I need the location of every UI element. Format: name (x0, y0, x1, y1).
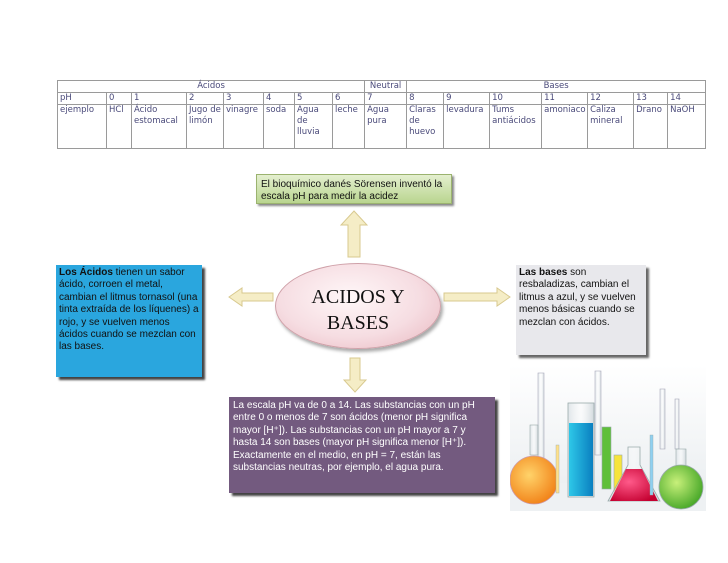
table-cell: 5 (294, 92, 333, 105)
bases-text: son resbaladizas, cambian el litmus a az… (519, 267, 636, 328)
table-cell: leche (331, 104, 366, 149)
table-cell: 10 (489, 92, 543, 105)
table-cell: 13 (633, 92, 669, 105)
table-cell: vinagre (223, 104, 264, 149)
header-neutral: Neutral (364, 80, 408, 93)
table-cell: ejemplo (57, 104, 107, 149)
table-cell: 2 (186, 92, 224, 105)
ph-row: pH 0 1 2 3 4 5 6 7 8 9 10 11 12 13 14 (57, 92, 707, 105)
central-topic-oval: ACIDOS Y BASES (275, 263, 441, 349)
acidos-heading: Los Ácidos (59, 267, 113, 278)
sorensen-note-box: El bioquímico danés Sörensen inventó la … (256, 174, 452, 204)
table-cell: amoniaco (541, 104, 589, 149)
arrow-down-icon (343, 357, 367, 393)
table-cell: NaOH (667, 104, 707, 149)
example-row: ejemplo HCl Ácido estomacal Jugo de limó… (57, 104, 707, 149)
table-cell: Caliza mineral (587, 104, 635, 149)
table-cell: 14 (667, 92, 707, 105)
arrow-up-icon (340, 210, 368, 258)
header-bases: Bases (406, 80, 707, 93)
table-cell: 11 (541, 92, 589, 105)
arrow-right-icon (443, 287, 511, 307)
table-cell: 12 (587, 92, 635, 105)
bases-box: Las bases son resbaladizas, cambian el l… (516, 265, 646, 355)
table-cell: HCl (106, 104, 132, 149)
table-cell: soda (263, 104, 295, 149)
table-cell: Agua de lluvia (294, 104, 333, 149)
table-cell: levadura (443, 104, 491, 149)
table-cell: 1 (131, 92, 187, 105)
table-cell: 6 (331, 92, 366, 105)
ph-scale-explanation-text: La escala pH va de 0 a 14. Las substanci… (233, 400, 475, 474)
table-cell: 9 (443, 92, 491, 105)
acidos-text: tienen un sabor ácido, corroen el metal,… (59, 267, 199, 353)
central-topic-line2: BASES (326, 312, 390, 334)
table-cell: Tums antiácidos (489, 104, 543, 149)
header-acidos: Ácidos (56, 80, 366, 93)
table-cell: Jugo de limón (186, 104, 224, 149)
table-cell: 0 (106, 92, 132, 105)
ph-scale-explanation-box: La escala pH va de 0 a 14. Las substanci… (229, 397, 495, 493)
table-cell: 7 (364, 92, 408, 105)
bases-heading: Las bases (519, 267, 568, 278)
table-cell: 3 (223, 92, 264, 105)
acidos-box: Los Ácidos tienen un sabor ácido, corroe… (56, 265, 202, 377)
table-cell: pH (57, 92, 107, 105)
table-cell: Drano (633, 104, 669, 149)
arrow-left-icon (228, 287, 274, 307)
table-cell: 4 (263, 92, 295, 105)
table-cell: Claras de huevo (406, 104, 445, 149)
ph-scale-table: Ácidos Neutral Bases pH 0 1 2 3 4 5 6 7 … (56, 80, 707, 149)
lab-glassware-image (510, 365, 706, 511)
table-cell: Agua pura (364, 104, 408, 149)
central-topic-line1: ACIDOS Y (311, 286, 405, 308)
table-header-row: Ácidos Neutral Bases (56, 80, 707, 93)
sorensen-note-text: El bioquímico danés Sörensen inventó la … (261, 179, 443, 203)
table-cell: 8 (406, 92, 445, 105)
table-cell: Ácido estomacal (131, 104, 187, 149)
